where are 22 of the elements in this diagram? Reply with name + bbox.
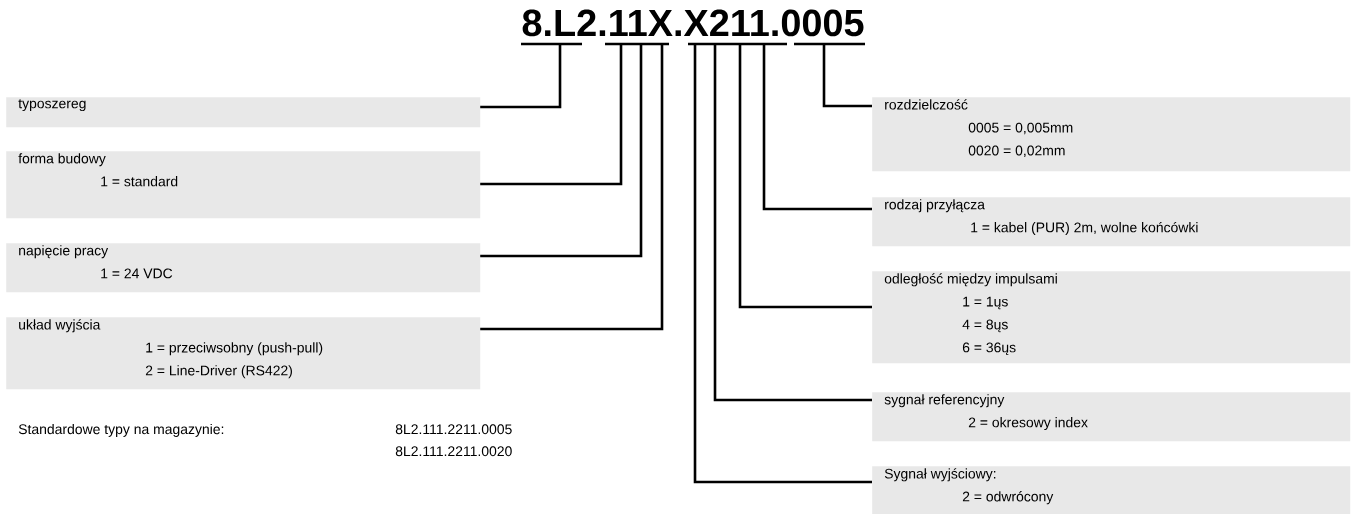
text-box: napięcie pracy 1 = 24 VDC [6,243,481,293]
text-box: odległość między impulsami 1 = 1ųs 4 = 8ųs 6 = 36ųs [872,271,1351,364]
note-text: Standardowe typy na magazynie: [18,423,224,437]
leader-line [480,44,562,109]
leader-line [762,44,872,211]
text-box: forma budowy 1 = standard [6,151,481,219]
leader-line [693,44,872,484]
leader-line [480,44,623,186]
title: 8.L2.11X.X211.0005 [522,9,864,37]
leader-line [480,44,664,331]
text-box: rodzaj przyłącza 1 = kabel (PUR) 2m, wolne końcówki [872,197,1351,247]
leader-line [713,44,872,402]
text-box: układ wyjścia 1 = przeciwsobny (push-pull) 2 = Line-Driver (RS422) [6,317,481,390]
note-text: 8L2.111.2211.0020 [395,446,512,457]
text-box: typoszereg [6,97,481,128]
leader-line [738,44,872,309]
note-text: 8L2.111.2211.0005 [395,424,512,435]
leader-line [822,44,872,108]
text-box: rozdzielczość 0005 = 0,005mm 0020 = 0,02mm [872,97,1351,172]
text-box: sygnał referencyjny 2 = okresowy index [872,392,1351,442]
leader-line [480,44,643,258]
text-box: Sygnał wyjściowy: 2 = odwrócony [872,466,1351,514]
